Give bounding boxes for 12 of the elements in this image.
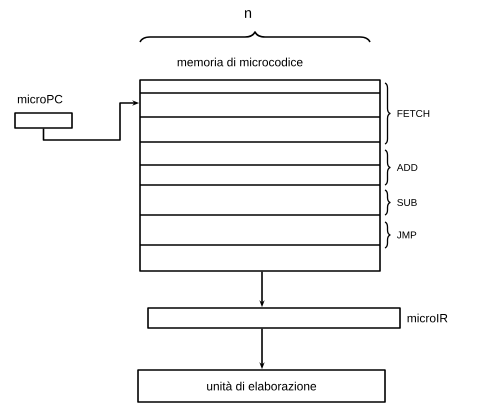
node-label: microIR bbox=[408, 314, 448, 322]
group-label: SUB bbox=[397, 198, 417, 206]
dimension-label: n bbox=[244, 10, 252, 18]
group-label: FETCH bbox=[398, 110, 430, 118]
group-label: JMP bbox=[396, 232, 416, 238]
node-label: microPC bbox=[18, 94, 62, 104]
group-label: ADD bbox=[396, 164, 418, 171]
register-box: microIR bbox=[147, 307, 448, 329]
node-label: memoria di microcodice bbox=[178, 58, 303, 66]
unit-box: unità di elaborazione bbox=[137, 369, 386, 403]
memory-table: memoria di microcodice bbox=[139, 58, 381, 272]
register-box: microPC bbox=[14, 94, 73, 129]
